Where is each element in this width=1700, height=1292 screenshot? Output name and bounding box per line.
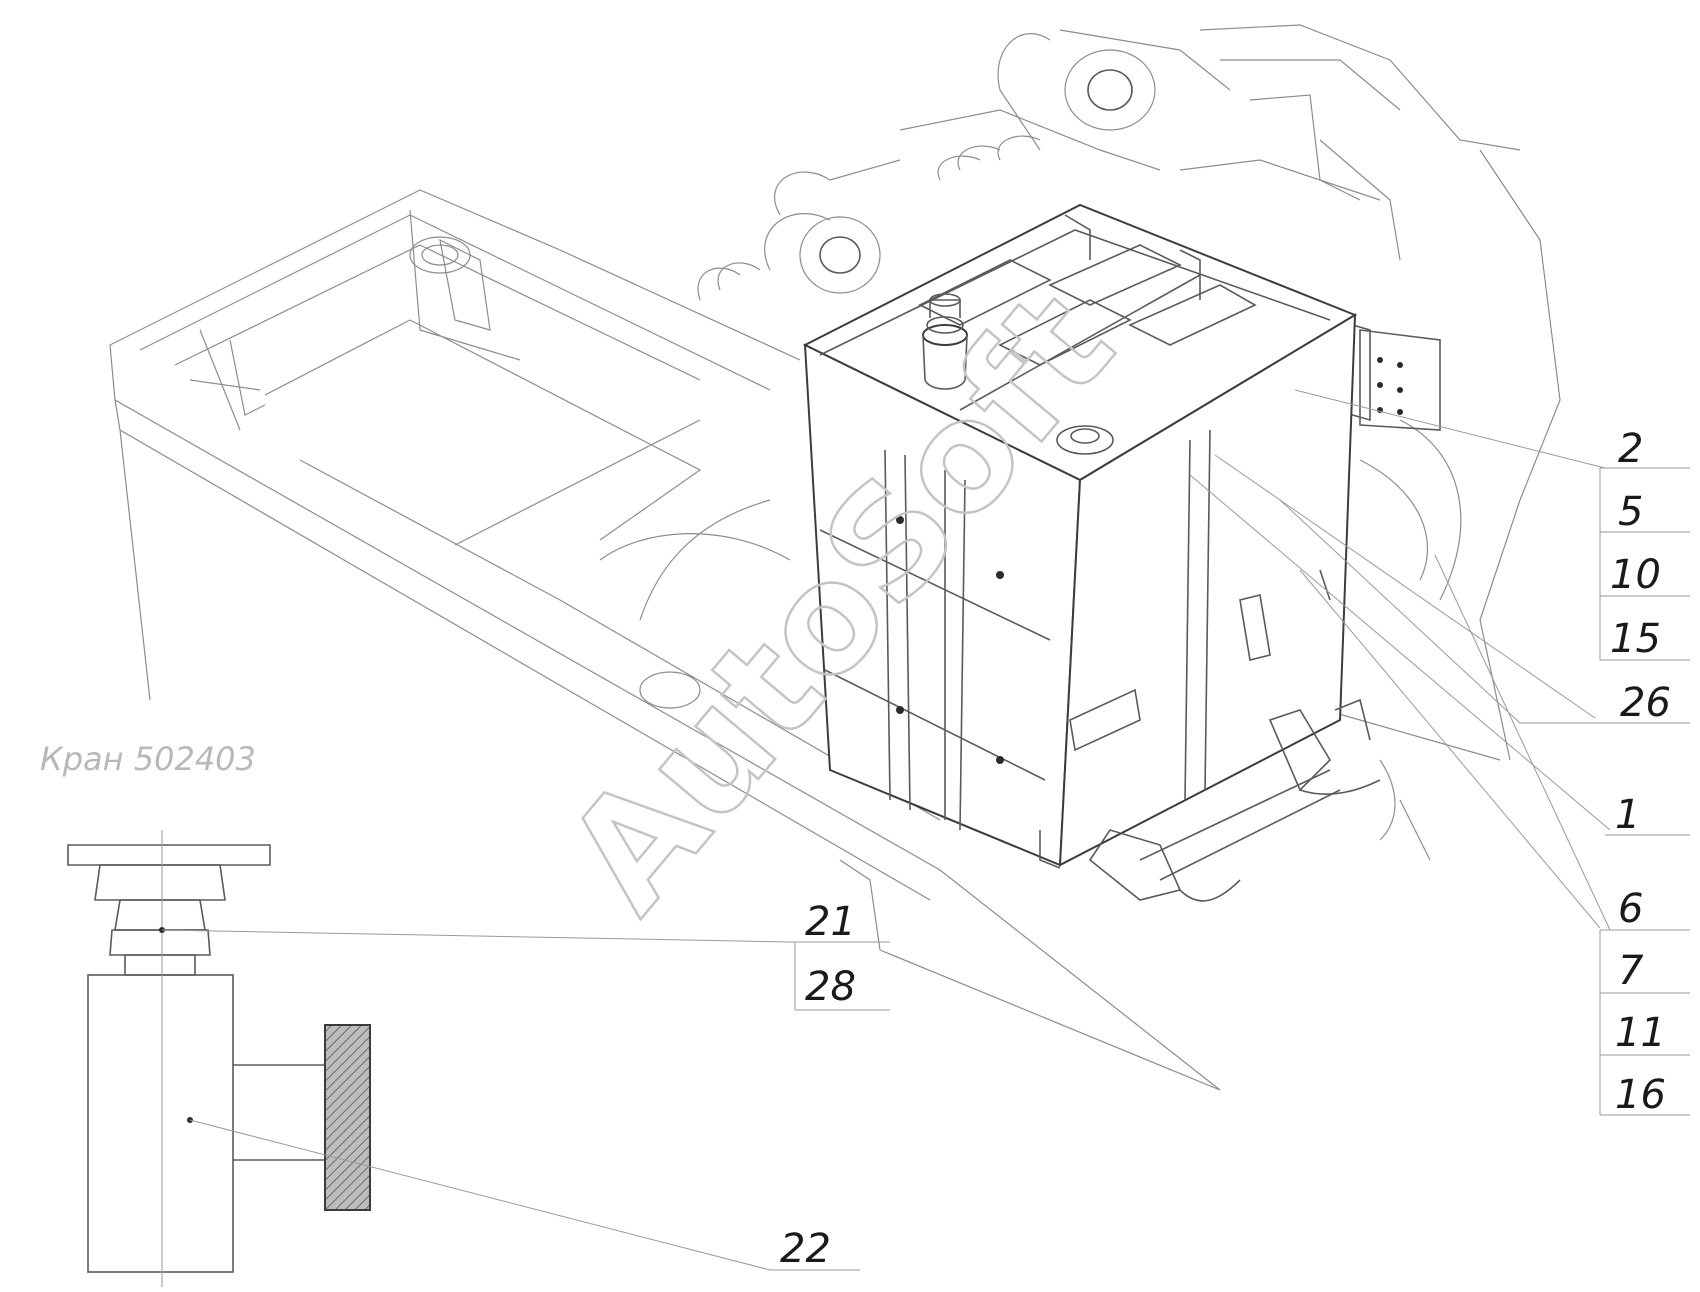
callout-label: 2 — [1618, 426, 1643, 472]
leader-lines — [161, 389, 1690, 1271]
callout-label: 1 — [1615, 792, 1640, 838]
callout-label: 11 — [1615, 1010, 1666, 1056]
filler-cap — [922, 293, 968, 390]
hatched-part — [324, 1024, 371, 1211]
callout-group-b: 6 7 11 16 — [1599, 886, 1690, 1118]
tank — [802, 203, 1381, 902]
callout-label: 16 — [1615, 1072, 1666, 1118]
callout-label: 6 — [1618, 886, 1643, 932]
callout-label: 15 — [1610, 616, 1661, 662]
callout-label: 26 — [1620, 680, 1671, 726]
callout-label: 5 — [1618, 489, 1643, 535]
callout-label: 21 — [805, 899, 856, 945]
boom-assembly — [697, 24, 1561, 861]
caption: Кран 502403 — [40, 740, 256, 778]
callout-group-a: 2 5 10 15 — [1599, 426, 1690, 662]
callout-group-c: 21 28 — [794, 899, 890, 1011]
level-sensor — [1056, 425, 1114, 455]
callout-26: 26 — [1620, 680, 1671, 726]
callout-label: 10 — [1610, 552, 1661, 598]
chassis-frame — [109, 189, 1221, 1091]
callout-label: 22 — [780, 1226, 831, 1272]
callout-label: 28 — [805, 964, 856, 1010]
callout-22: 22 — [780, 1226, 831, 1272]
callout-1: 1 — [1605, 792, 1690, 838]
detail-view — [67, 830, 371, 1287]
callout-label: 7 — [1618, 948, 1644, 994]
